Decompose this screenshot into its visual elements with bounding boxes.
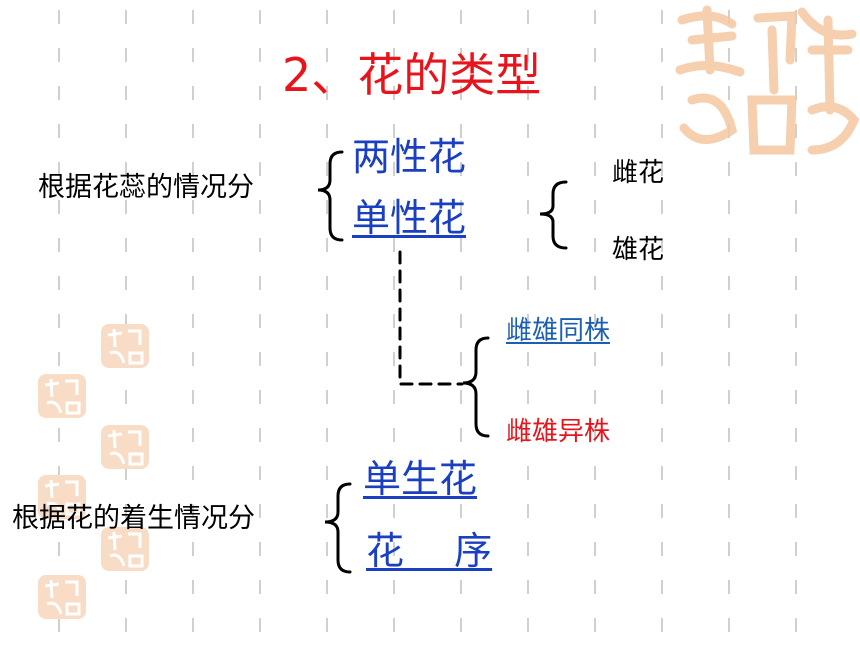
solitary-flower-link[interactable]: 单生花	[363, 457, 478, 501]
criterion-pistil-stamen: 根据花蕊的情况分	[38, 172, 254, 203]
unisexual-flower-link[interactable]: 单性花	[352, 196, 467, 240]
decorative-seal-small	[38, 575, 86, 619]
decorative-seal-small	[38, 374, 86, 418]
bisexual-flower-link[interactable]: 两性花	[352, 135, 467, 179]
slide-title: 2、花的类型	[282, 48, 542, 102]
decorative-seal-small	[38, 475, 86, 519]
brace-arrangement	[324, 482, 352, 574]
brace-unisexual	[539, 180, 568, 250]
dioecious-label: 雌雄异株	[506, 417, 611, 447]
brace-pistil-stamen	[317, 150, 344, 242]
decorative-seal-small	[101, 527, 149, 571]
dashed-connector	[398, 250, 464, 386]
criterion-arrangement: 根据花的着生情况分	[12, 503, 255, 534]
inflorescence-link[interactable]: 花 序	[366, 529, 493, 573]
brace-monoecy	[462, 336, 490, 438]
decorative-seal-small	[101, 324, 149, 368]
decorative-seal-small	[101, 425, 149, 469]
decorative-seal-large	[675, 5, 860, 155]
monoecious-link[interactable]: 雌雄同株	[506, 316, 611, 346]
female-flower-label: 雌花	[612, 158, 665, 188]
male-flower-label: 雄花	[612, 235, 665, 265]
